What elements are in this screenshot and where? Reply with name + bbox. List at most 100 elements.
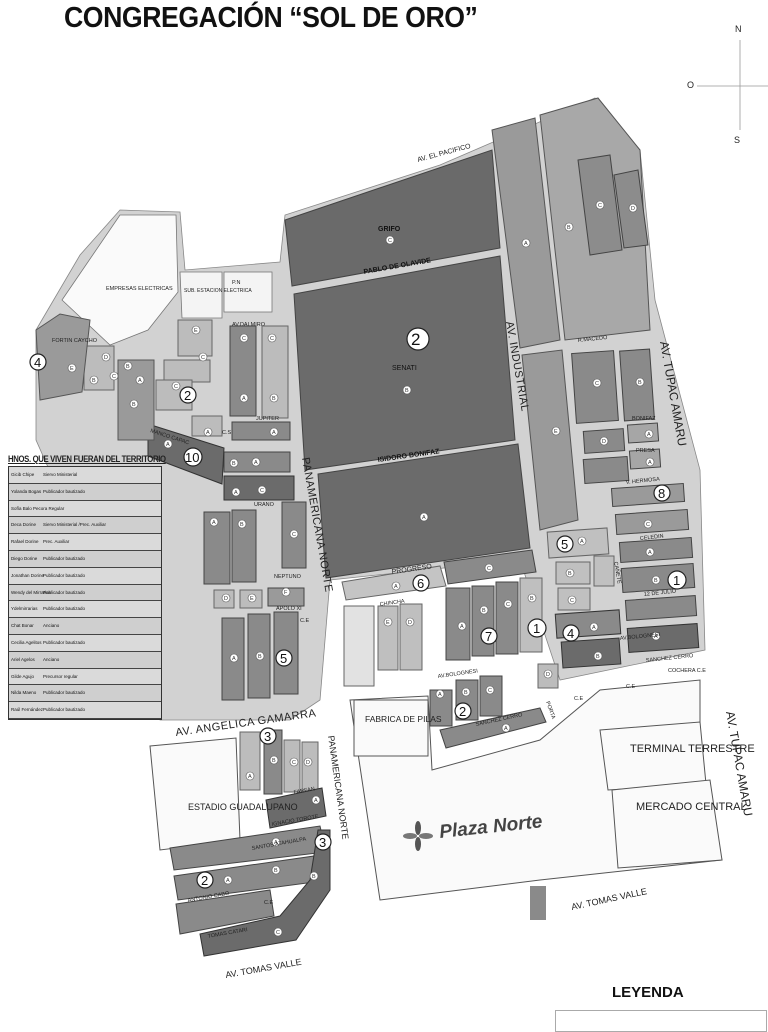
svg-text:A: A [524, 241, 528, 247]
block [265, 787, 327, 829]
block [624, 595, 698, 621]
street-presa: PRESA [636, 448, 655, 454]
senati-block [293, 255, 516, 471]
row-detail: Anciano [43, 656, 60, 662]
svg-text:B: B [92, 378, 96, 384]
street-v-hermosa: V. HERMOSA [626, 476, 661, 486]
svg-text:B: B [240, 522, 244, 528]
block [626, 623, 700, 653]
street-porta: PORTA [544, 701, 556, 721]
mercado-central-lot [611, 779, 723, 869]
svg-text:A: A [242, 396, 246, 402]
row-name: Gilde Agujo [11, 673, 35, 679]
row-detail: Publicador bautizado [43, 690, 86, 696]
street-celedin: CELEDIN [640, 534, 664, 542]
table-row: Raúl FernándezPublicador bautizado [9, 702, 161, 719]
street-canete: CAÑETE [612, 561, 623, 585]
place-ce-3: C.E [626, 684, 636, 690]
svg-text:B: B [132, 402, 136, 408]
table-row: Nilda Maeno Publicador bautizado [9, 685, 161, 703]
industrial-block-e [521, 349, 579, 531]
block-letter-markers: C B A A B C D E C B D A A C A B A B A A … [67, 200, 661, 937]
block [560, 637, 622, 669]
territory-2-label: 2 [184, 388, 191, 403]
row-name: Nilda Maeno [11, 690, 37, 696]
block [445, 587, 471, 661]
row-detail: Publicador bautizado [43, 707, 86, 713]
territory-4-label: 4 [567, 626, 574, 641]
table-row: Wendy del MirrariasPublicador bautizado [9, 584, 161, 602]
block [614, 508, 690, 536]
block [177, 319, 213, 357]
table-row: Cecilia AgelitosPublicador bautizado [9, 634, 161, 652]
block [626, 422, 660, 444]
svg-text:D: D [104, 355, 108, 361]
territory-2-label: 2 [201, 873, 208, 888]
place-ce-1: C.E [300, 618, 310, 624]
street-chincha: CHINCHA [379, 599, 405, 608]
svg-text:D: D [306, 760, 310, 766]
tomas-catari-curve [199, 829, 331, 957]
table-row: Deca Dorine Siervo Ministerial /Prec. Aux… [9, 517, 161, 535]
row-detail: Publicador bautizado [43, 572, 86, 578]
row-detail: Siervo Ministerial /Prec. Auxiliar [43, 522, 107, 528]
block [117, 359, 155, 441]
svg-text:A: A [504, 726, 508, 732]
block [495, 581, 519, 655]
row-name: Wendy del Mirrarias [11, 589, 51, 595]
row-name: Ydelmirrarias [11, 606, 38, 612]
svg-text:B: B [272, 396, 276, 402]
street-farfan: FARFAN [293, 786, 315, 796]
territory-3-label: 3 [264, 729, 271, 744]
territory-1-label: 1 [533, 621, 540, 636]
svg-text:C: C [488, 688, 492, 694]
block [163, 359, 211, 383]
sports-field [343, 605, 375, 687]
terminal-terrestre-lot [599, 721, 707, 791]
row-detail: Prec. Auxiliar [43, 539, 70, 545]
street-sanchez-cerro-2: SANCHEZ CERRO [646, 653, 695, 664]
svg-text:A: A [274, 840, 278, 846]
svg-text:D: D [546, 672, 550, 678]
svg-text:A: A [580, 539, 584, 545]
row-name: Deca Dorine [11, 522, 37, 528]
svg-text:A: A [460, 624, 464, 630]
place-mercado-central: MERCADO CENTRAL [636, 801, 747, 813]
row-detail: Siervo Ministerial [43, 472, 78, 477]
street-av-tomas-valle-2: AV. TOMAS VALLE [570, 886, 647, 912]
block [571, 350, 619, 424]
table-title: HNOS. QUE VIVEN FUERAN DEL TERRITORIO [8, 454, 166, 464]
svg-text:A: A [248, 774, 252, 780]
estadio-guadalupano [149, 737, 241, 851]
block [399, 603, 423, 671]
svg-text:B: B [530, 596, 534, 602]
svg-text:D: D [602, 439, 606, 445]
place-pn: P.N [232, 280, 240, 286]
place-empresas-electricas: EMPRESAS ELECTRICAS [106, 286, 173, 292]
svg-text:C: C [487, 566, 491, 572]
place-ce-4: C.E [264, 900, 274, 906]
block [618, 536, 694, 564]
street-av-dalmiro: AV.DALMIRO [232, 322, 266, 328]
territory-8-label: 8 [658, 486, 665, 501]
sub-estacion-lot [179, 271, 223, 319]
block [582, 455, 630, 485]
svg-text:C: C [506, 602, 510, 608]
place-cs: C.S [222, 430, 232, 436]
row-name: Raúl Fernández [11, 707, 44, 713]
block [261, 325, 289, 419]
svg-text:E: E [70, 366, 74, 372]
place-senati: SENATI [392, 365, 417, 372]
row-name: Yolanda Bogas [11, 488, 42, 494]
svg-text:B: B [482, 608, 486, 614]
block [239, 731, 261, 791]
sanchez-cerro-strip [439, 707, 547, 749]
svg-text:C: C [174, 384, 178, 390]
svg-text:B: B [232, 461, 236, 467]
block [175, 889, 275, 935]
compass-south: S [734, 135, 741, 145]
